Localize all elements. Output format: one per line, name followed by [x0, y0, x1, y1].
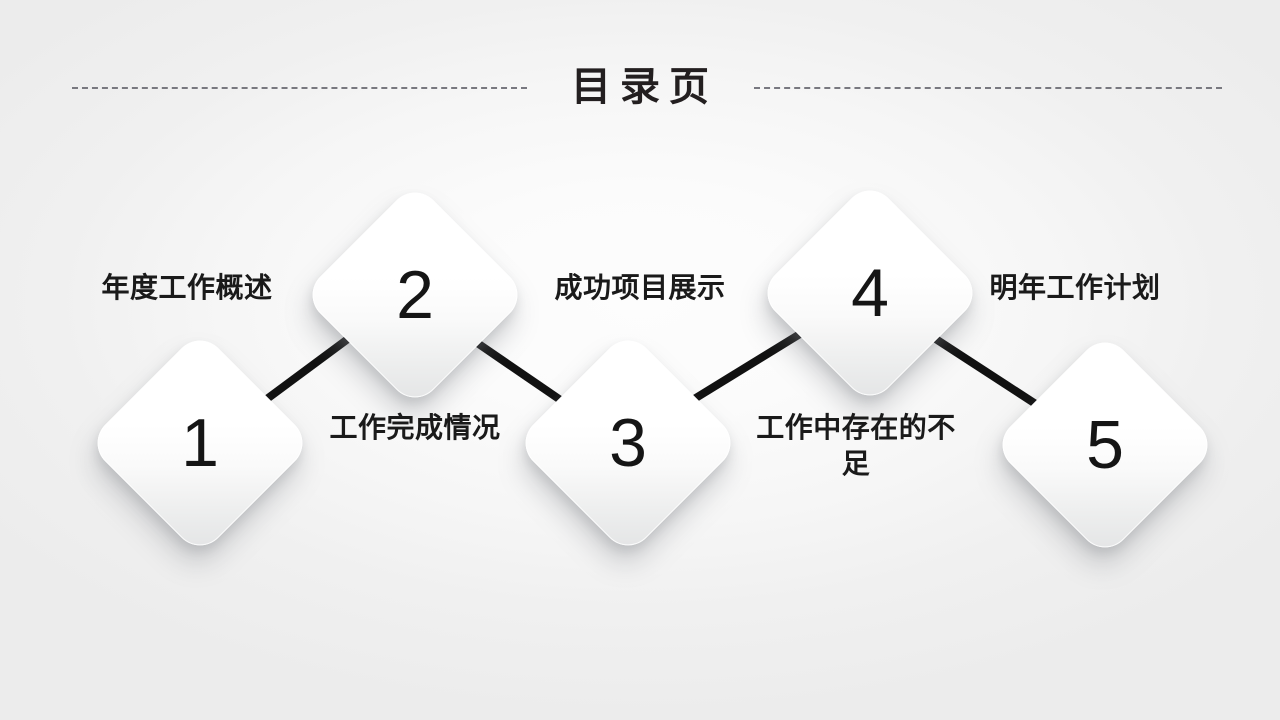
agenda-node-2[interactable]: 2: [301, 181, 529, 409]
agenda-label-3: 成功项目展示: [554, 272, 726, 303]
agenda-node-5[interactable]: 5: [991, 331, 1219, 559]
node-number-5: 5: [1086, 407, 1124, 483]
page-title: 目录页: [571, 65, 718, 109]
header-rule-right: [754, 87, 1222, 89]
agenda-node-4[interactable]: 4: [756, 179, 984, 407]
agenda-node-3[interactable]: 3: [514, 329, 742, 557]
agenda-label-5: 明年工作计划: [989, 272, 1161, 303]
agenda-label-4: 工作中存在的不 足: [756, 412, 956, 479]
agenda-label-2: 工作完成情况: [329, 412, 501, 443]
agenda-label-1: 年度工作概述: [101, 272, 273, 303]
node-number-4: 4: [851, 255, 889, 331]
slide-header: 目录页: [0, 56, 1280, 126]
node-number-1: 1: [181, 405, 219, 481]
node-number-3: 3: [609, 405, 647, 481]
agenda-node-1[interactable]: 1: [86, 329, 314, 557]
header-rule-left: [72, 87, 527, 89]
node-number-2: 2: [396, 257, 434, 333]
